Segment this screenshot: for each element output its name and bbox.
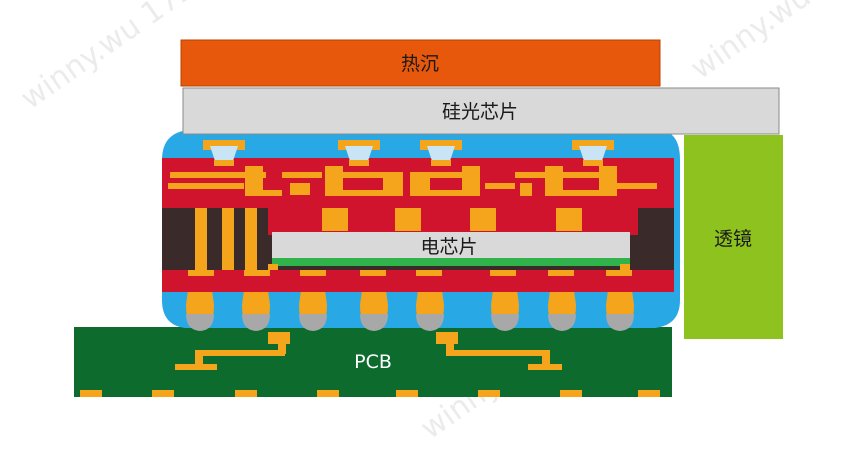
copper-pillars bbox=[195, 207, 257, 270]
heatsink: 热沉 bbox=[180, 39, 661, 87]
lens: 透镜 bbox=[684, 135, 783, 339]
bga-balls bbox=[186, 290, 634, 331]
lens-label: 透镜 bbox=[714, 228, 752, 250]
bga-ball bbox=[242, 290, 270, 331]
pcb-label: PCB bbox=[354, 351, 392, 373]
photonic-chip: 硅光芯片 bbox=[182, 87, 780, 135]
micro-bumps bbox=[203, 140, 614, 166]
pcb-board: PCB bbox=[74, 327, 672, 397]
bga-ball bbox=[548, 290, 576, 331]
pcb-traces bbox=[175, 332, 562, 370]
bga-ball bbox=[299, 290, 327, 331]
micro-bump bbox=[203, 140, 245, 166]
rdl-traces bbox=[168, 166, 657, 196]
bga-ball bbox=[186, 290, 214, 331]
lower-substrate bbox=[162, 268, 674, 292]
electronic-chip: 电芯片 bbox=[268, 232, 630, 270]
upper-substrate bbox=[162, 158, 674, 208]
micro-bump bbox=[572, 140, 614, 166]
micro-bump bbox=[420, 140, 462, 166]
bga-ball bbox=[416, 290, 444, 331]
svg-text:winny.wu 172.30.15: winny.wu 172.30.15 bbox=[685, 0, 865, 87]
bga-ball bbox=[606, 290, 634, 331]
electronic-chip-label: 电芯片 bbox=[420, 236, 477, 258]
heatsink-label: 热沉 bbox=[401, 53, 439, 75]
bga-ball bbox=[360, 290, 388, 331]
micro-bump bbox=[338, 140, 380, 166]
bga-ball bbox=[491, 290, 519, 331]
pcb-bottom-pads bbox=[80, 390, 660, 397]
photonic-chip-label: 硅光芯片 bbox=[442, 101, 518, 123]
